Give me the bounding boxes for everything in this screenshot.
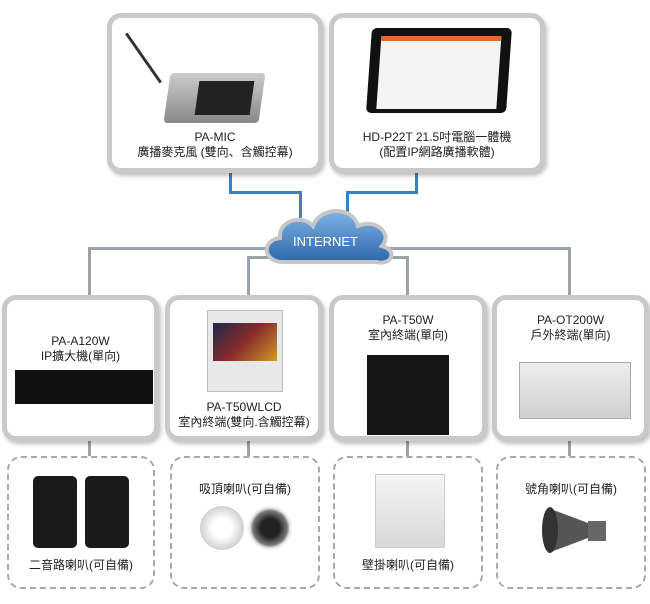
speaker-image bbox=[85, 476, 129, 548]
amplifier-image bbox=[15, 370, 153, 404]
connector bbox=[229, 170, 232, 194]
device-box-pa-mic: PA-MIC 廣播麥克風 (雙向、含觸控幕) bbox=[107, 13, 323, 173]
connector bbox=[568, 438, 571, 458]
connector bbox=[346, 191, 349, 221]
device-model: PA-A120W bbox=[51, 334, 110, 348]
device-box-pa-ot200w: PA-OT200W 戶外終端(單向) bbox=[492, 295, 649, 441]
all-in-one-pc-image bbox=[366, 28, 512, 113]
device-box-pa-t50wlcd: PA-T50WLCD 室內終端(雙向.含觸控幕) bbox=[165, 295, 323, 441]
ceiling-speaker-image bbox=[200, 506, 244, 550]
device-desc: 室內終端(雙向.含觸控幕) bbox=[178, 415, 310, 429]
connector bbox=[88, 438, 91, 458]
cloud-icon bbox=[264, 209, 394, 265]
internet-label: INTERNET bbox=[293, 234, 358, 249]
device-box-pa-a120w: PA-A120W IP擴大機(單向) bbox=[2, 295, 159, 441]
speaker-label: 號角喇叭(可自備) bbox=[525, 482, 617, 496]
device-model: PA-OT200W bbox=[536, 313, 605, 327]
connector bbox=[415, 170, 418, 194]
connector bbox=[229, 191, 302, 194]
device-desc: 廣播麥克風 (雙向、含觸控幕) bbox=[137, 145, 293, 159]
connector bbox=[299, 191, 302, 221]
connector bbox=[406, 256, 409, 299]
gooseneck-image bbox=[125, 32, 162, 84]
connector bbox=[406, 438, 409, 458]
wall-speaker-image bbox=[375, 474, 445, 548]
device-desc: 室內終端(單向) bbox=[368, 328, 448, 342]
connector bbox=[346, 191, 418, 194]
horn-speaker-image bbox=[542, 507, 606, 553]
device-desc: (配置IP網路廣播軟體) bbox=[379, 145, 495, 159]
connector bbox=[568, 247, 571, 299]
speaker-box: 號角喇叭(可自備) bbox=[496, 456, 646, 589]
device-model: PA-MIC bbox=[194, 130, 236, 144]
device-box-pa-t50w: PA-T50W 室內終端(單向) bbox=[329, 295, 487, 441]
connector bbox=[88, 247, 91, 299]
device-model: HD-P22T 21.5吋電腦一體機 bbox=[362, 130, 512, 144]
outdoor-terminal-image bbox=[519, 362, 631, 419]
microphone-console-image bbox=[163, 73, 266, 123]
device-box-hd-p22t: HD-P22T 21.5吋電腦一體機 (配置IP網路廣播軟體) bbox=[329, 13, 545, 173]
device-desc: IP擴大機(單向) bbox=[40, 349, 121, 363]
connector bbox=[247, 438, 250, 458]
speaker-box: 壁掛喇叭(可自備) bbox=[333, 456, 483, 589]
device-model: PA-T50WLCD bbox=[206, 400, 282, 414]
speaker-image bbox=[33, 476, 77, 548]
terminal-box-image bbox=[367, 355, 449, 435]
device-desc: 戶外終端(單向) bbox=[530, 328, 611, 342]
ceiling-speaker-image bbox=[248, 506, 292, 550]
connector bbox=[247, 256, 250, 299]
speaker-label: 二音路喇叭(可自備) bbox=[29, 558, 133, 572]
speaker-box: 吸頂喇叭(可自備) bbox=[170, 456, 320, 589]
speaker-box: 二音路喇叭(可自備) bbox=[7, 456, 155, 589]
device-model: PA-T50W bbox=[382, 313, 434, 327]
speaker-label: 壁掛喇叭(可自備) bbox=[362, 558, 454, 572]
touch-terminal-image bbox=[207, 310, 283, 392]
speaker-label: 吸頂喇叭(可自備) bbox=[199, 482, 291, 496]
